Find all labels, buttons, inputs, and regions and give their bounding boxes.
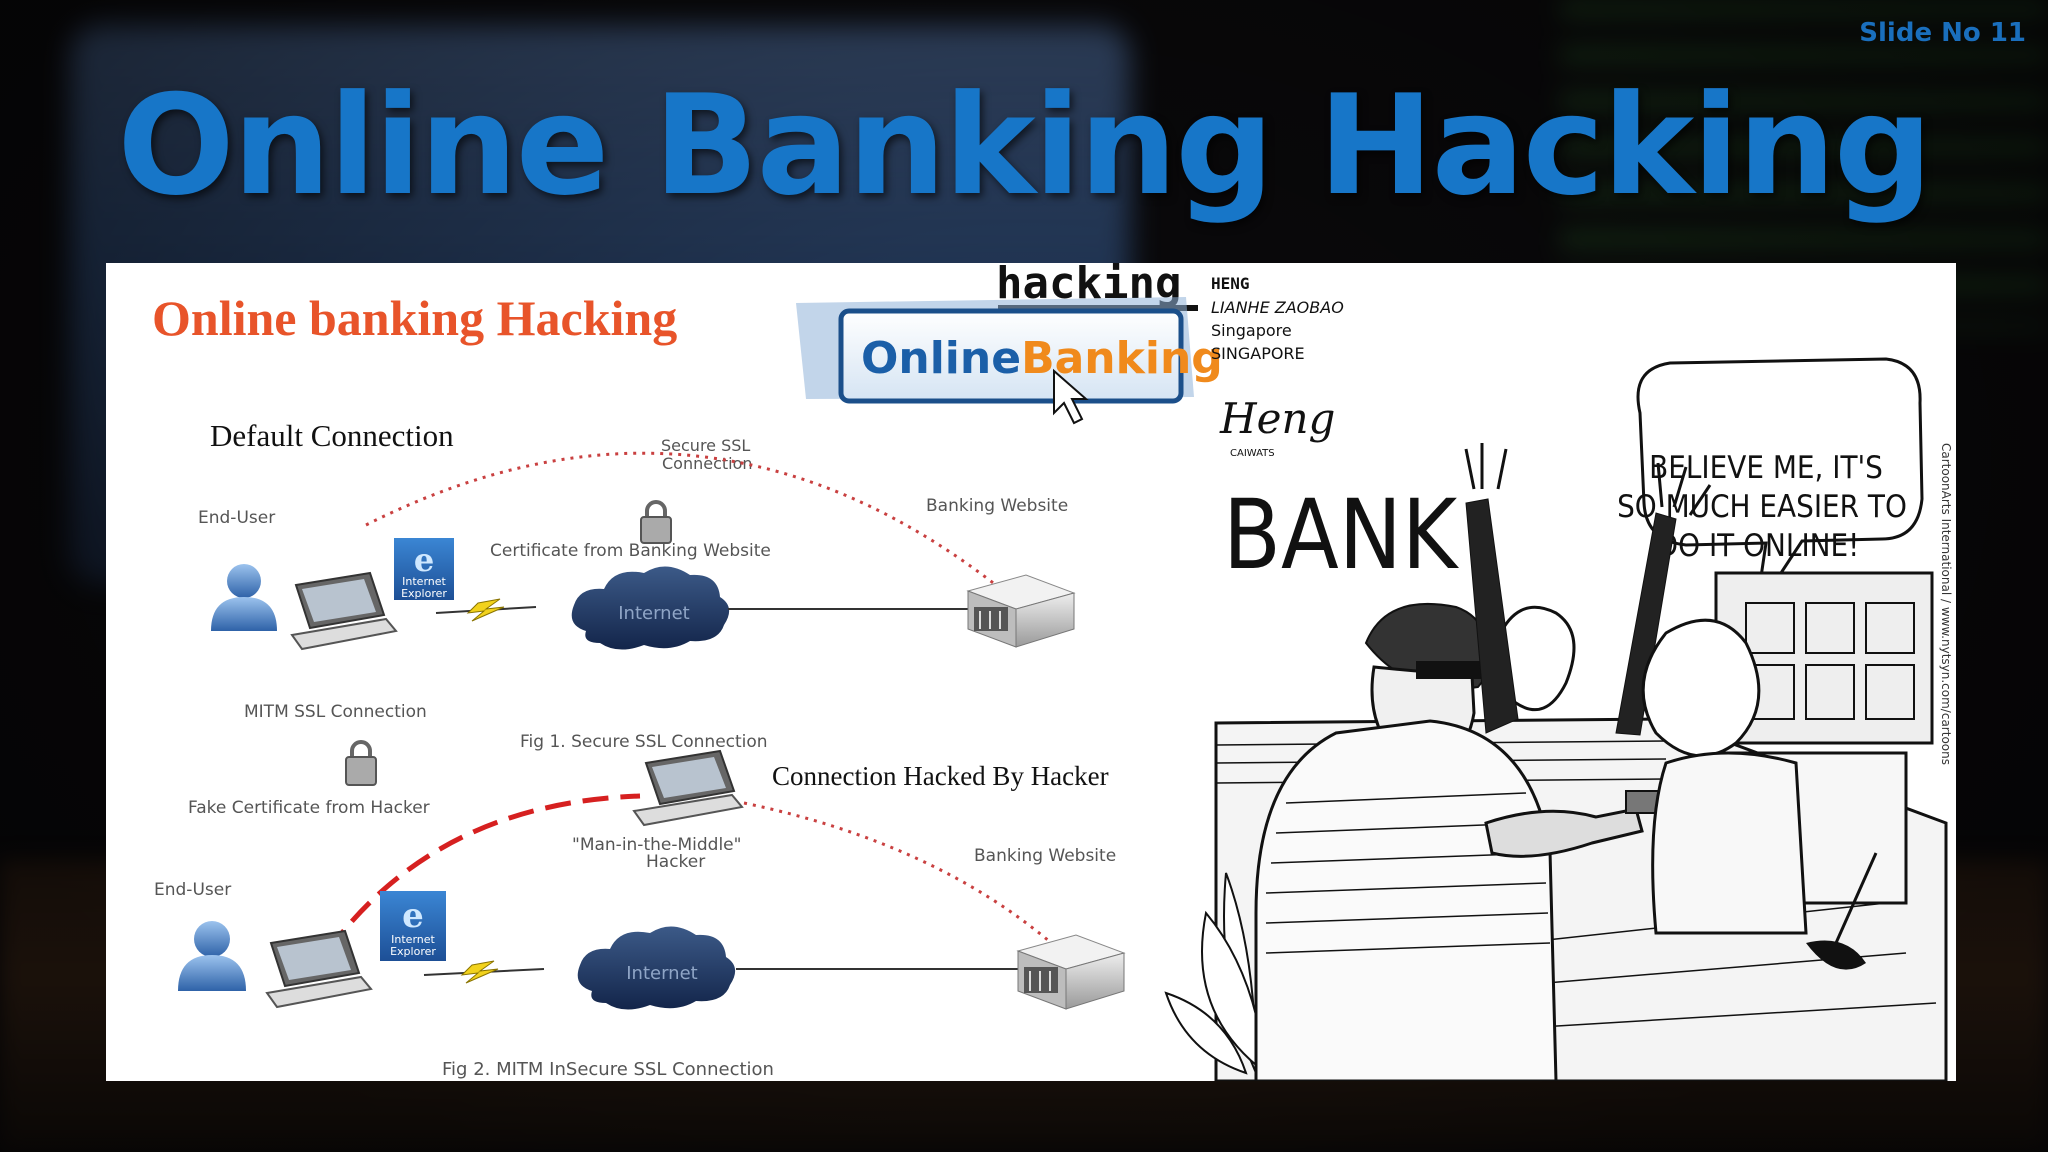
fig2-forward-arc: [743, 801, 1057, 949]
fig1-caption: Fig 1. Secure SSL Connection: [520, 732, 768, 752]
bank-server-icon: [966, 574, 1076, 648]
slide-number: Slide No 11: [1859, 18, 2026, 48]
credit-line-4: SINGAPORE: [1211, 344, 1305, 363]
laptop-icon-2: [265, 929, 373, 1009]
content-image-panel: Online banking Hacking hacking OnlineBan…: [106, 263, 1956, 1081]
bank-server-icon-2: [1016, 934, 1126, 1010]
fig2-mitm-hacker-2: Hacker: [646, 852, 705, 872]
side-credit: CartoonArts International / www.nytsyn.c…: [1939, 443, 1953, 765]
fig2-section-title: Connection Hacked By Hacker: [772, 761, 1109, 791]
svg-text:Internet: Internet: [618, 603, 689, 624]
bank-sign: BANK: [1223, 480, 1460, 591]
diagram-heading: Online banking Hacking: [152, 290, 677, 346]
svg-text:Internet: Internet: [391, 933, 435, 946]
user-icon-2: [178, 921, 246, 991]
fig2-banking-website: Banking Website: [974, 846, 1116, 866]
fig2-mitm-hacker-1: "Man-in-the-Middle": [572, 835, 741, 855]
cartoon-illustration: HENG LIANHE ZAOBAO Singapore SINGAPORE H…: [1164, 274, 1953, 1081]
fig1-ssl-arc: [365, 451, 1007, 595]
fig2-mitm-label: MITM SSL Connection: [244, 702, 427, 722]
svg-text:Explorer: Explorer: [401, 587, 447, 600]
svg-text:Internet: Internet: [402, 575, 446, 588]
fig1-banking-website: Banking Website: [926, 496, 1068, 516]
fig1-ssl-label-2: Connection: [662, 454, 753, 473]
fig1-certificate: Certificate from Banking Website: [490, 541, 771, 561]
svg-text:e: e: [414, 541, 434, 579]
internet-explorer-icon-2: e Internet Explorer: [380, 891, 446, 961]
wireless-link-icon-2: [423, 960, 545, 984]
credit-line-3: Singapore: [1211, 321, 1292, 340]
fig2-caption: Fig 2. MITM InSecure SSL Connection: [442, 1059, 774, 1080]
online-banking-badge: OnlineBanking: [796, 297, 1223, 425]
credit-line-1: HENG: [1211, 274, 1250, 293]
internet-explorer-icon: e Internet Explorer: [394, 538, 454, 600]
fig2-attack-arc: [325, 793, 641, 953]
credit-line-2: LIANHE ZAOBAO: [1211, 298, 1344, 317]
fig1-end-user: End-User: [198, 508, 275, 528]
laptop-icon: [290, 571, 398, 651]
wireless-link-icon: [435, 598, 537, 622]
fig1-ssl-label-1: Secure SSL: [661, 436, 750, 455]
slide-title: Online Banking Hacking: [117, 65, 1932, 226]
fig2-end-user: End-User: [154, 880, 231, 900]
hacker-laptop-icon: [632, 749, 744, 827]
internet-cloud-icon: Internet: [571, 566, 730, 650]
lock-icon: [640, 500, 672, 544]
svg-text:e: e: [402, 896, 424, 936]
fig2-fake-certificate: Fake Certificate from Hacker: [188, 798, 430, 818]
cursor-icon: [1053, 368, 1089, 425]
signature-sub: CAIWATS: [1230, 448, 1275, 459]
svg-text:Internet: Internet: [626, 963, 697, 984]
fig1-section-title: Default Connection: [210, 418, 454, 453]
internet-cloud-icon-2: Internet: [577, 926, 736, 1010]
diagram-and-cartoon: Online banking Hacking hacking OnlineBan…: [152, 263, 1953, 1081]
svg-text:Explorer: Explorer: [390, 945, 436, 958]
user-icon: [211, 564, 277, 631]
cartoonist-signature: Heng: [1219, 394, 1335, 443]
speech-line-3: DO IT ONLINE!: [1657, 528, 1860, 564]
svg-text:OnlineBanking: OnlineBanking: [861, 333, 1223, 384]
lock-icon-fake: [345, 740, 377, 786]
speech-line-1: BELIEVE ME, IT'S: [1649, 450, 1883, 486]
